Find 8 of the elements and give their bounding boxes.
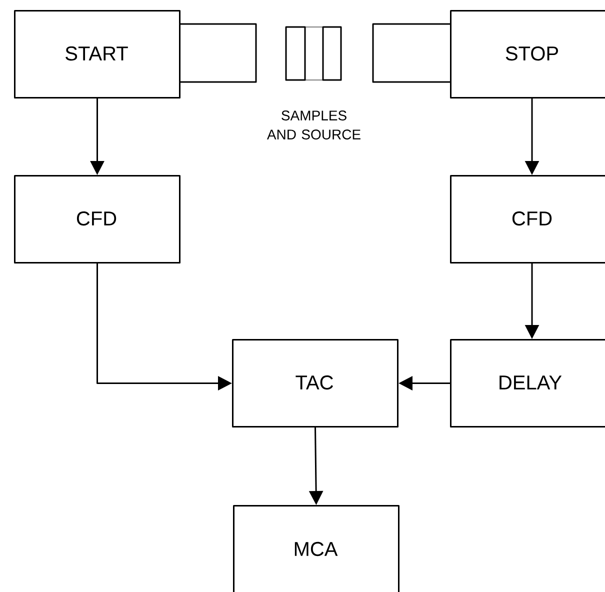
process-box: TAC: [232, 339, 398, 428]
process-box: START: [14, 10, 180, 98]
process-box: DELAY: [450, 339, 605, 428]
process-box: MCA: [233, 505, 400, 592]
process-box: STOP: [450, 10, 605, 98]
caption-text: SAMPLES AND SOURCE: [266, 110, 360, 140]
process-box: CFD: [450, 175, 605, 264]
process-box: CFD: [14, 175, 180, 264]
